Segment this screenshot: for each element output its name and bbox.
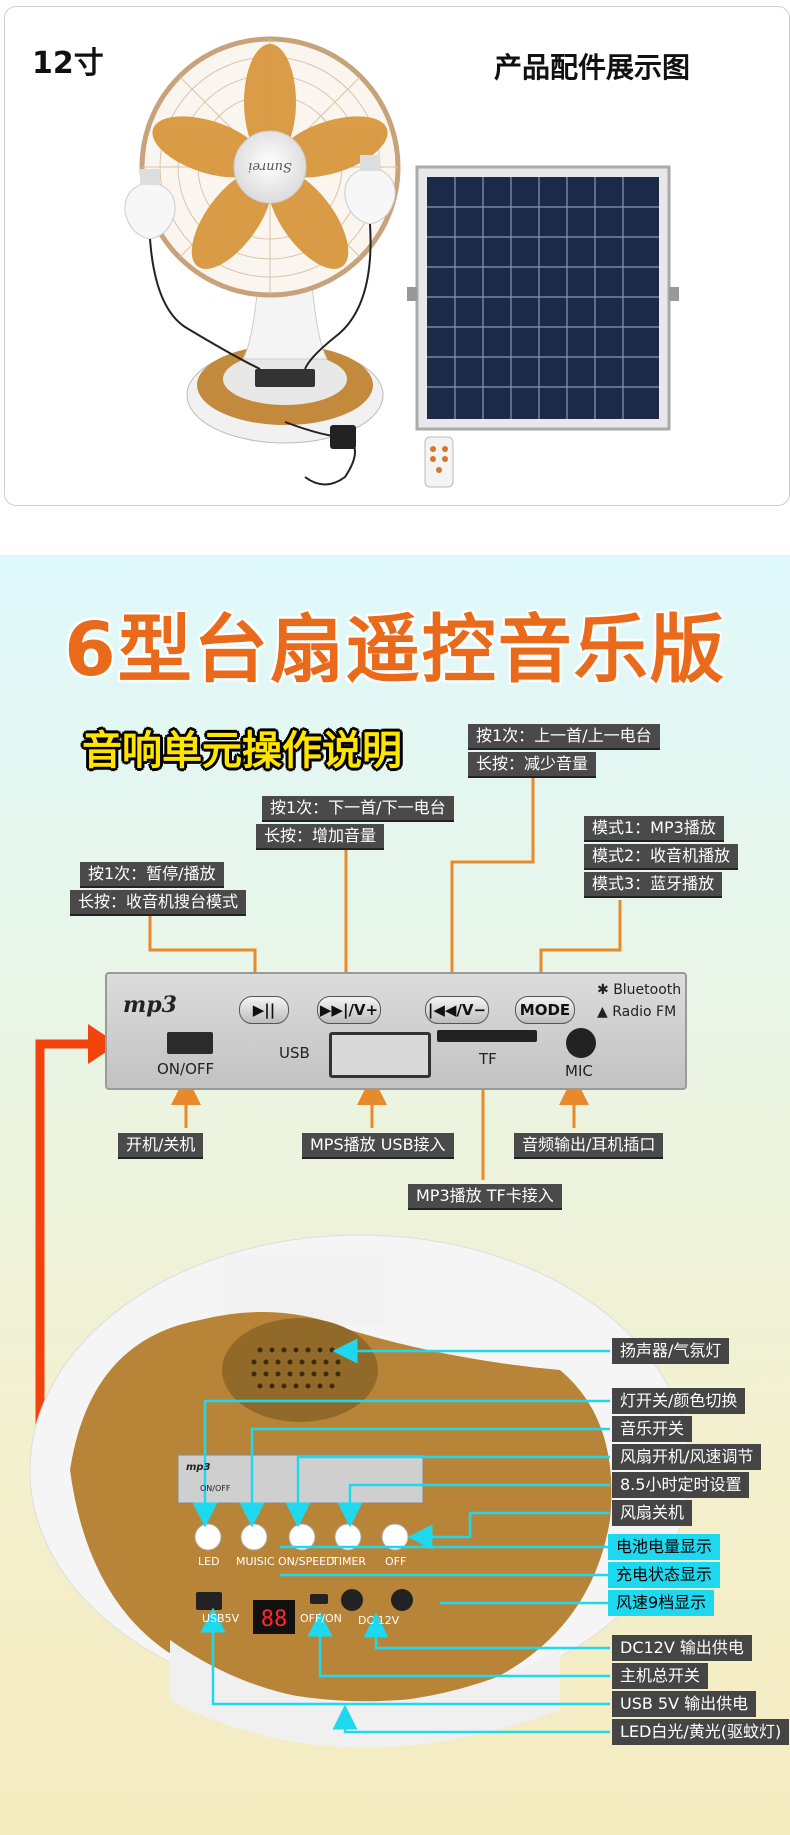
mp3-logo: mp3 (123, 992, 177, 1018)
tf-slot[interactable] (437, 1030, 537, 1042)
mini-on-off-text: ON/OFF (200, 1484, 231, 1493)
fan-brand-logo: Sunrei (248, 159, 292, 174)
label-dc12v: DC12V 输出供电 (612, 1635, 752, 1661)
usb-port[interactable] (329, 1032, 431, 1078)
label-play-2: 长按：收音机搜台模式 (70, 890, 247, 916)
product-photo: Sunrei (124, 36, 679, 488)
mic-text: MIC (565, 1062, 593, 1080)
product-accessories-panel: Sunrei (4, 6, 790, 506)
audio-unit-subtitle: 音响单元操作说明 (82, 728, 402, 774)
label-next-1: 按1次：下一首/下一电台 (262, 796, 454, 822)
bulb-right-icon (344, 155, 396, 225)
label-mic: 音频输出/耳机插口 (514, 1133, 664, 1159)
label-usb: MPS播放 USB接入 (302, 1133, 454, 1159)
label-music-switch: 音乐开关 (612, 1416, 693, 1442)
bulb-left-icon (124, 169, 176, 240)
power-switch[interactable] (167, 1032, 213, 1054)
remote-control-icon (424, 436, 454, 488)
btn-label-timer: TIMER (332, 1555, 367, 1568)
on-off-text: ON/OFF (157, 1060, 215, 1078)
label-fan-speed: 风扇开机/风速调节 (612, 1444, 762, 1470)
label-next-2: 长按：增加音量 (256, 824, 385, 850)
label-light-switch: 灯开关/颜色切换 (612, 1388, 746, 1414)
play-pause-button[interactable]: ▶|| (239, 996, 289, 1024)
mode-button[interactable]: MODE (515, 996, 575, 1024)
label-prev-2: 长按：减少音量 (468, 752, 597, 778)
label-led-light: LED白光/黄光(驱蚊灯) (612, 1719, 790, 1745)
label-battery: 电池电量显示 (608, 1534, 721, 1560)
btn-label-led: LED (198, 1555, 220, 1568)
label-charging: 充电状态显示 (608, 1562, 721, 1588)
accessories-title: 产品配件展示图 (494, 51, 691, 84)
label-main-switch: 主机总开关 (612, 1663, 709, 1689)
tf-text: TF (479, 1050, 497, 1068)
usb-text: USB (279, 1044, 310, 1062)
label-tf: MP3播放 TF卡接入 (408, 1184, 562, 1210)
label-power: 开机/关机 (118, 1133, 204, 1159)
radio-text: Radio FM (612, 1004, 677, 1020)
port-label-dc: DC 12V (358, 1614, 400, 1627)
label-prev-1: 按1次：上一首/上一电台 (468, 724, 660, 750)
size-label: 12寸 (32, 46, 104, 81)
audio-control-panel: mp3 ▶|| ▶▶|/V+ |◀◀/V− MODE ✱ Bluetooth ▲… (105, 972, 687, 1090)
bluetooth-label: ✱ Bluetooth (597, 982, 682, 998)
solar-panel-image (407, 165, 679, 431)
btn-label-music: MUISIC (236, 1555, 275, 1568)
label-speed-display: 风速9档显示 (608, 1590, 715, 1616)
label-speaker: 扬声器/气氛灯 (612, 1338, 730, 1364)
label-mode-2: 模式2：收音机播放 (584, 844, 739, 870)
svg-text:88: 88 (261, 1607, 288, 1632)
main-title: 6型台扇遥控音乐版 (64, 607, 726, 693)
prev-volume-down-button[interactable]: |◀◀/V− (425, 996, 489, 1024)
btn-label-speed: ON/SPEED (278, 1555, 335, 1568)
label-usb5v: USB 5V 输出供电 (612, 1691, 757, 1717)
port-label-usb: USB5V (202, 1612, 240, 1625)
btn-label-off: OFF (385, 1555, 407, 1568)
radio-label: ▲ Radio FM (597, 1004, 677, 1020)
next-volume-up-button[interactable]: ▶▶|/V+ (317, 996, 381, 1024)
label-play-1: 按1次：暂停/播放 (80, 862, 224, 888)
fan-base-photo: 88 (29, 1234, 691, 1748)
power-adapter-icon (330, 425, 356, 449)
mini-mp3-logo: mp3 (186, 1462, 211, 1473)
label-fan-off: 风扇关机 (612, 1500, 693, 1526)
label-timer: 8.5小时定时设置 (612, 1472, 750, 1498)
mic-jack[interactable] (566, 1028, 596, 1058)
label-mode-3: 模式3：蓝牙播放 (584, 872, 723, 898)
label-mode-1: 模式1：MP3播放 (584, 816, 724, 842)
port-label-switch: OFF/ON (300, 1612, 342, 1625)
bluetooth-text: Bluetooth (613, 982, 682, 998)
